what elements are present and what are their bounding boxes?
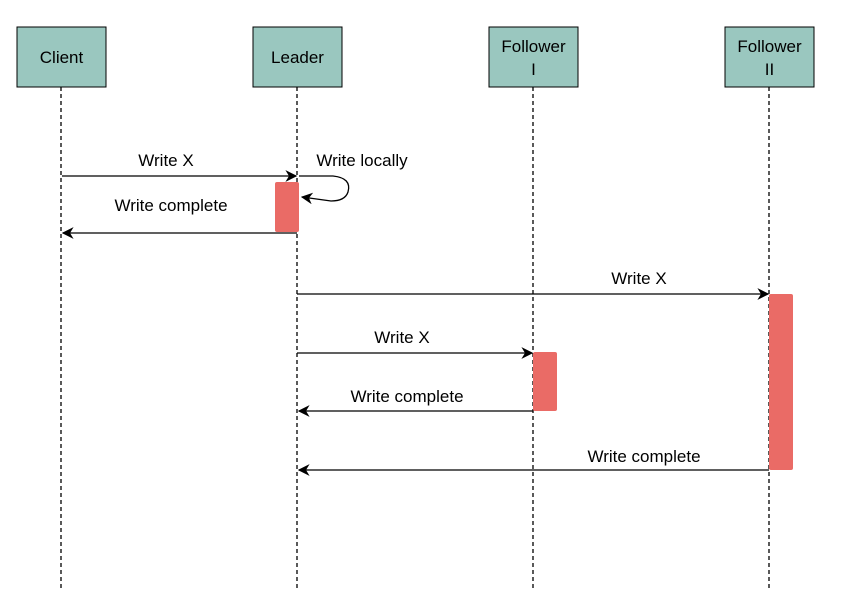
participant-client: Client	[16, 26, 107, 88]
message-label: Write complete	[587, 447, 700, 466]
message-leader-self-write: Write locally	[299, 151, 408, 205]
participant-follower-1: Follower I	[488, 26, 579, 88]
participant-label-line-1: Follower	[737, 37, 802, 56]
activation-follower-1	[533, 352, 557, 411]
activation-leader	[275, 182, 299, 232]
participant-box	[488, 26, 579, 88]
participant-box	[724, 26, 815, 88]
message-follower-1-to-leader-complete: Write complete	[297, 387, 533, 417]
participant-box	[16, 26, 107, 88]
activation-follower-2	[769, 294, 793, 470]
message-leader-to-follower-2-write: Write X	[297, 269, 770, 300]
participant-label-line-1: Follower	[501, 37, 566, 56]
message-label: Write X	[374, 328, 429, 347]
message-leader-to-follower-1-write: Write X	[297, 328, 534, 359]
message-follower-2-to-leader-complete: Write complete	[297, 447, 769, 476]
participant-label: Client	[40, 48, 84, 67]
participant-label-line-2: I	[531, 60, 536, 79]
message-label: Write locally	[316, 151, 408, 170]
participant-follower-2: Follower II	[724, 26, 815, 88]
message-client-to-leader-write: Write X	[62, 151, 298, 182]
message-leader-to-client-complete: Write complete	[61, 196, 297, 239]
message-label: Write X	[138, 151, 193, 170]
message-label: Write complete	[350, 387, 463, 406]
message-label: Write complete	[114, 196, 227, 215]
participant-box	[252, 26, 343, 88]
participant-label-line-2: II	[765, 60, 774, 79]
participant-label: Leader	[271, 48, 324, 67]
message-label: Write X	[611, 269, 666, 288]
participant-leader: Leader	[252, 26, 343, 88]
message-arrow	[299, 175, 350, 205]
